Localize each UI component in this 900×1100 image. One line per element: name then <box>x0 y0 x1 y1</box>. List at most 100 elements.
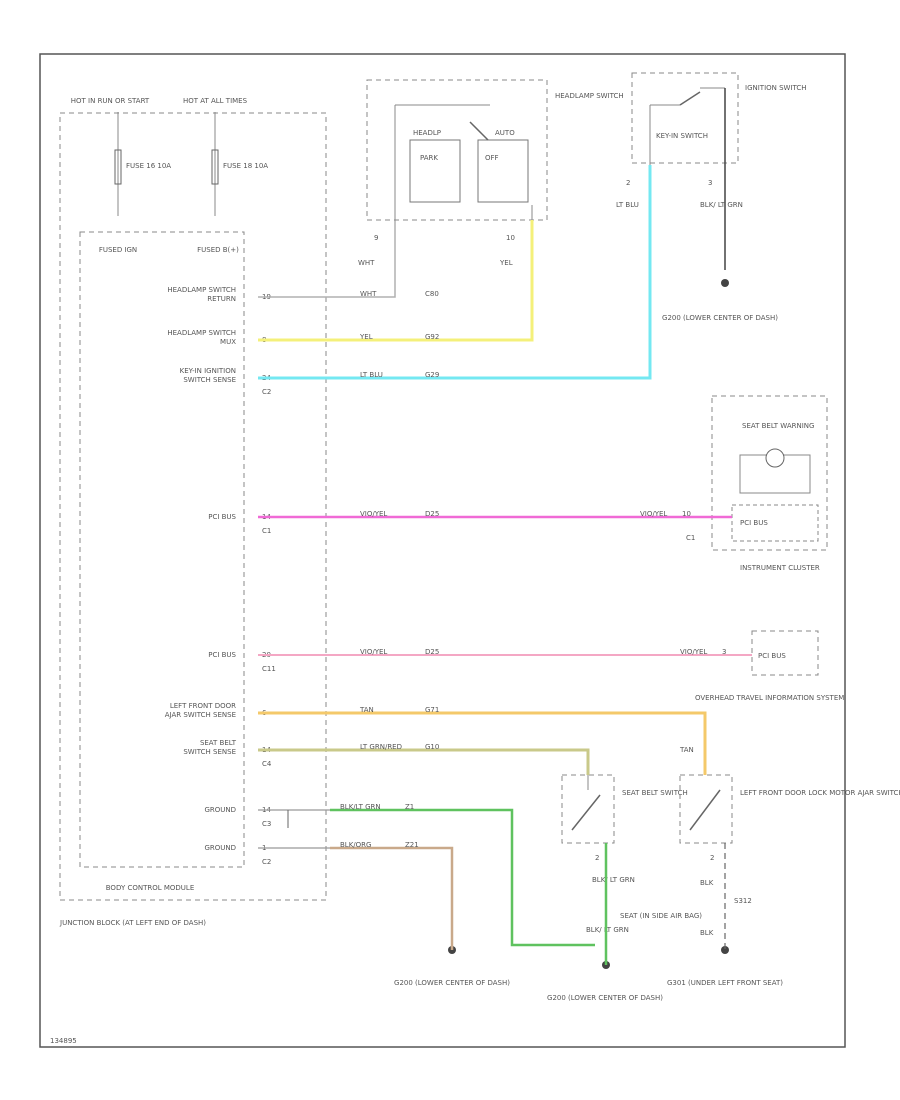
wire-color-label: LT GRN/RED <box>360 743 402 751</box>
seat-belt-switch-outline <box>561 774 615 844</box>
wire-far-pin-label: 10 <box>682 510 691 518</box>
overhead-tan-label: TAN <box>679 746 694 754</box>
headlamp-wire-a: WHT <box>358 259 375 267</box>
wire-circuit-label: C80 <box>425 290 439 298</box>
headlamp-pin-a: 9 <box>374 234 378 242</box>
overhead-travel-info: PCI BUS OVERHEAD TRAVEL INFORMATION SYST… <box>679 630 844 754</box>
junction-block-label: JUNCTION BLOCK (AT LEFT END OF DASH) <box>59 919 206 927</box>
wire-circuit-label: Z1 <box>405 803 414 811</box>
wire-far-pin-label: 3 <box>722 648 726 656</box>
wire-tan <box>258 711 707 775</box>
fuse-18-icon <box>211 149 219 185</box>
ground-g301-icon <box>721 946 729 954</box>
headlamp-pin-b: 10 <box>506 234 515 242</box>
headlamp-mode-right: AUTO <box>495 129 515 137</box>
door-switch-splice: S312 <box>734 897 752 905</box>
door-ajar-switch: LEFT FRONT DOOR LOCK MOTOR AJAR SWITCH 2… <box>667 774 900 987</box>
feed-right-label: HOT AT ALL TIMES <box>183 97 248 105</box>
ignition-switch: IGNITION SWITCH KEY-IN SWITCH 2 LT BLU 3… <box>616 72 807 322</box>
instrument-cluster-outline <box>711 395 828 551</box>
wire-wht <box>258 235 396 298</box>
headlamp-pos-left: PARK <box>420 154 438 162</box>
ignition-wire-b: BLK/ LT GRN <box>700 201 743 209</box>
ignition-switch-outline <box>631 72 739 164</box>
wire-circuit-label: G29 <box>425 371 439 379</box>
bcm-pin-label: SWITCH SENSE <box>183 376 236 384</box>
fused-left-label: FUSED IGN <box>99 246 137 254</box>
ignition-switch-title: IGNITION SWITCH <box>745 84 807 92</box>
wire-blk-lt-grn <box>330 808 595 947</box>
wire-circuit-label: Z21 <box>405 841 419 849</box>
headlamp-mode-left: HEADLP <box>413 129 441 137</box>
wire-circuit-label: G10 <box>425 743 439 751</box>
door-ajar-switch-outline <box>679 774 733 844</box>
bcm-pin-label: MUX <box>220 338 236 346</box>
door-switch-ground-label: G301 (UNDER LEFT FRONT SEAT) <box>667 979 783 987</box>
cluster-bus-label: PCI BUS <box>740 519 768 527</box>
bcm-pin-connector: C4 <box>262 760 272 768</box>
wire-far-color-label: VIO/YEL <box>680 648 707 656</box>
wire-lt-grn-red <box>258 748 590 775</box>
bcm-pin-connector: C11 <box>262 665 276 673</box>
bcm-pin-label: LEFT FRONT DOOR <box>170 702 236 710</box>
fuse-right-label: FUSE 18 10A <box>223 162 268 170</box>
seat-belt-switch-pin: 2 <box>595 854 599 862</box>
seat-belt-seat-label: SEAT (IN SIDE AIR BAG) <box>620 912 702 920</box>
headlamp-wire-b: YEL <box>499 259 513 267</box>
seat-belt-warning-lamp-icon <box>765 448 785 468</box>
bcm-pin-label: PCI BUS <box>208 513 236 521</box>
headlamp-pos-right: OFF <box>485 154 499 162</box>
wire-yel <box>258 220 534 342</box>
bcm-pin-connector: C3 <box>262 820 271 828</box>
fuse-16-icon <box>114 149 122 185</box>
seat-belt-wire2: BLK/ LT GRN <box>586 926 629 934</box>
feed-left-label: HOT IN RUN OR START <box>71 97 150 105</box>
door-switch-title: LEFT FRONT DOOR LOCK MOTOR AJAR SWITCH <box>740 789 900 797</box>
door-switch-wire2: BLK <box>700 929 714 937</box>
headlamp-switch: HEADLAMP SWITCH HEADLP AUTO PARK OFF 9 W… <box>358 79 624 267</box>
seat-belt-ground-label: G200 (LOWER CENTER OF DASH) <box>547 994 663 1002</box>
bcm-pin-label: HEADLAMP SWITCH <box>167 329 236 337</box>
figure-id: 134895 <box>50 1037 77 1045</box>
bcm-ground-label: G200 (LOWER CENTER OF DASH) <box>394 979 510 987</box>
cluster-connector: C1 <box>686 534 695 542</box>
wire-color-label: YEL <box>359 333 373 341</box>
bcm-pin-connector: C1 <box>262 527 271 535</box>
diagram-frame <box>39 53 846 1048</box>
ground-g200-ignition-icon <box>721 279 729 287</box>
bcm-pin-label: HEADLAMP SWITCH <box>167 286 236 294</box>
seat-belt-switch-title: SEAT BELT SWITCH <box>622 789 688 797</box>
ignition-ground-label: G200 (LOWER CENTER OF DASH) <box>662 314 778 322</box>
bcm-pin-label: KEY-IN IGNITION <box>180 367 236 375</box>
wire-circuit-label: G71 <box>425 706 439 714</box>
bcm-pin-connector: C2 <box>262 388 271 396</box>
bcm-pin-label: GROUND <box>204 844 236 852</box>
wire-blk-org <box>330 846 454 950</box>
cluster-title: INSTRUMENT CLUSTER <box>740 564 820 572</box>
headlamp-switch-outline <box>366 79 548 221</box>
bcm-pin-label: PCI BUS <box>208 651 236 659</box>
overhead-outline <box>751 630 819 676</box>
wires <box>258 165 752 965</box>
bcm-pin-label: GROUND <box>204 806 236 814</box>
bcm-pin-label: SWITCH SENSE <box>183 748 236 756</box>
wire-circuit-label: D25 <box>425 510 439 518</box>
instrument-cluster: SEAT BELT WARNING PCI BUS C1 INSTRUMENT … <box>686 395 828 572</box>
fuse-left-label: FUSE 16 10A <box>126 162 171 170</box>
wire-color-label: WHT <box>360 290 377 298</box>
wire-color-label: LT BLU <box>360 371 383 379</box>
wire-circuit-label: D25 <box>425 648 439 656</box>
seat-belt-switch-wire: BLK/ LT GRN <box>592 876 635 884</box>
cluster-lamp-label: SEAT BELT WARNING <box>742 422 814 430</box>
junction-block-outline <box>59 112 327 901</box>
wire-lt-blu <box>258 165 652 380</box>
ignition-wire-a: LT BLU <box>616 201 639 209</box>
bcm-pin-label: SEAT BELT <box>200 739 237 747</box>
wire-color-label: BLK/LT GRN <box>340 803 381 811</box>
ignition-switch-sub: KEY-IN SWITCH <box>656 132 708 140</box>
headlamp-switch-title: HEADLAMP SWITCH <box>555 92 624 100</box>
door-switch-wire: BLK <box>700 879 714 887</box>
